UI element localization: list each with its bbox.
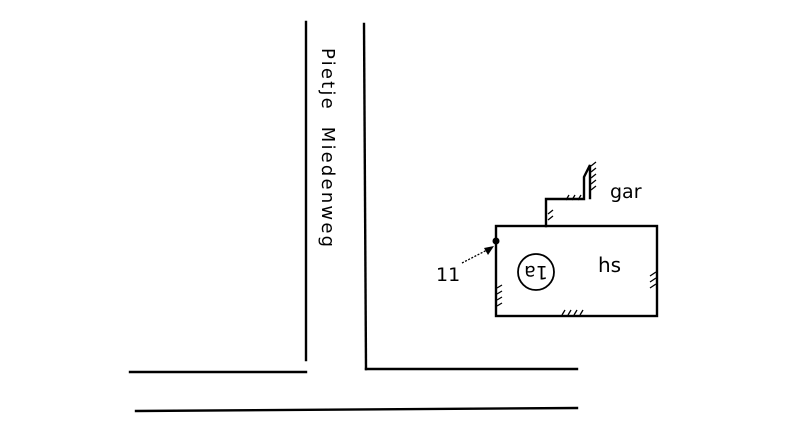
garage-hatch xyxy=(547,161,597,221)
house-label: hs xyxy=(598,253,621,277)
garage-outline xyxy=(544,161,597,228)
house-number: 1a xyxy=(524,261,548,283)
house-number-badge: 1a xyxy=(517,253,555,291)
point-arrow-head xyxy=(484,246,494,255)
point-number: 11 xyxy=(436,264,460,286)
house-rectangle xyxy=(494,224,659,318)
measurement-point: 11 xyxy=(436,237,500,286)
street-name: Pietje Miedenweg xyxy=(317,48,338,249)
garage-wall xyxy=(544,164,592,228)
road-outline xyxy=(128,20,579,413)
house-outline xyxy=(494,224,659,318)
house-number-circle xyxy=(517,253,555,291)
point-arrow-shaft xyxy=(461,248,490,264)
hatch-marks xyxy=(496,271,657,316)
point-marker xyxy=(492,237,500,245)
street-right-edge xyxy=(362,22,368,371)
garage-label: gar xyxy=(610,181,642,203)
crossroad-south-edge xyxy=(134,406,579,413)
